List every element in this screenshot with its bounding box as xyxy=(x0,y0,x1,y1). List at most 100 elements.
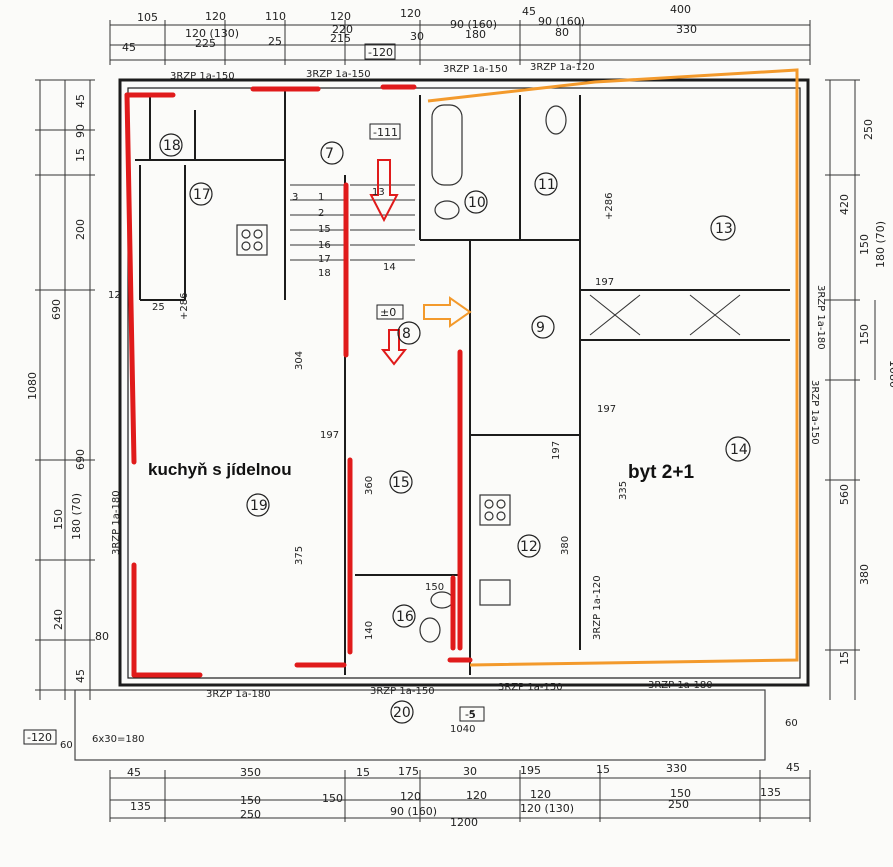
dim-label: 25 xyxy=(268,35,282,48)
dim-label: 215 xyxy=(330,32,351,45)
dim-label: 375 xyxy=(294,546,305,565)
dim-label: 45 xyxy=(786,761,800,774)
storage-hatching xyxy=(589,294,741,336)
room-number-group: 7 8 9 10 11 12 13 14 15 16 17 18 19 20 xyxy=(163,138,748,721)
dimension-lines xyxy=(35,20,876,822)
lintel-label: 3RZP 1a-120 xyxy=(592,575,603,640)
dim-label: 60 xyxy=(60,740,73,751)
dim-label: 90 (160) xyxy=(538,15,585,28)
dim-label: 240 xyxy=(52,609,65,630)
dim-label: 150 xyxy=(858,324,871,345)
dim-label: 120 (130) xyxy=(520,802,574,815)
orange-wall-markup xyxy=(423,68,799,667)
dim-label: 250 xyxy=(668,798,689,811)
toilet-icon xyxy=(545,105,567,135)
lintel-label: 3RZP 1a-150 xyxy=(170,71,235,82)
left-dimensions: 45 90 15 200 690 1080 690 150 180 (70) 2… xyxy=(26,94,109,683)
dim-total: 1200 xyxy=(450,816,478,829)
dim-label: 140 xyxy=(364,621,375,640)
dim-label: -5 xyxy=(465,710,475,721)
room-number: 13 xyxy=(715,221,733,237)
dim-label: 80 xyxy=(95,630,109,643)
dim-label: 90 (160) xyxy=(390,805,437,818)
terrace-outline xyxy=(74,689,766,761)
dim-label: 380 xyxy=(560,536,571,555)
dim-label: 45 xyxy=(74,94,87,108)
dim-label: 30 xyxy=(410,30,424,43)
dim-label: 150 xyxy=(425,582,444,593)
dim-label: 15 xyxy=(74,148,87,162)
level-label: -120 xyxy=(368,46,393,59)
bathtub-icon xyxy=(431,104,463,186)
dim-label: 120 xyxy=(530,788,551,801)
room-number: 7 xyxy=(325,146,334,162)
dim-label: 120 xyxy=(205,10,226,23)
building-walls xyxy=(118,78,810,687)
dim-label: 6x30=180 xyxy=(92,734,144,745)
dim-label: 360 xyxy=(364,476,375,495)
lintel-label: 3RZP 1a-150 xyxy=(498,682,563,693)
top-dimensions: 105 120 110 120 120 45 400 120 (130) 220… xyxy=(122,3,697,54)
dim-label: 12 xyxy=(108,290,121,301)
level-label: -120 xyxy=(27,731,52,744)
dim-label: 45 xyxy=(74,669,87,683)
lintel-labels: 3RZP 1a-150 3RZP 1a-150 3RZP 1a-150 3RZP… xyxy=(111,62,826,700)
lintel-label: 3RZP 1a-150 xyxy=(370,686,435,697)
dim-label: 304 xyxy=(294,351,305,370)
dim-label: 80 xyxy=(555,26,569,39)
dim-label: 1080 xyxy=(887,360,893,388)
dim-label: 250 xyxy=(862,119,875,140)
room-number: 20 xyxy=(393,705,411,721)
dim-label: 30 xyxy=(463,765,477,778)
dim-label: 25 xyxy=(152,302,165,313)
dim-label: 15 xyxy=(356,766,370,779)
lintel-label: 3RZP 1a-180 xyxy=(206,689,271,700)
dim-label: 195 xyxy=(520,764,541,777)
dim-label: 180 (70) xyxy=(70,493,83,540)
room-number: 10 xyxy=(468,195,486,211)
level-label: -111 xyxy=(373,126,398,139)
stair-number: 16 xyxy=(318,240,331,251)
dim-label: 150 xyxy=(322,792,343,805)
toilet-icon xyxy=(419,617,441,643)
room-number-circles xyxy=(159,133,751,724)
room-number: 15 xyxy=(392,475,410,491)
bottom-dimensions: 45 350 15 175 30 195 15 330 45 135 150 1… xyxy=(127,761,800,829)
dim-label: 400 xyxy=(670,3,691,16)
dim-label: 1080 xyxy=(26,372,39,400)
dim-label: 110 xyxy=(265,10,286,23)
dim-label: 90 xyxy=(74,124,87,138)
dim-label: 120 (130) xyxy=(185,27,239,40)
room-number: 16 xyxy=(396,609,414,625)
dim-label: 15 xyxy=(838,651,851,665)
stair-number: 3 xyxy=(292,192,298,203)
dim-label: 690 xyxy=(74,449,87,470)
dim-label: 197 xyxy=(320,430,339,441)
cooktop-icon xyxy=(479,494,511,526)
dim-label: 197 xyxy=(595,277,614,288)
stair-number: 17 xyxy=(318,254,331,265)
dim-label: 150 xyxy=(240,794,261,807)
washbasin-icon xyxy=(434,200,460,220)
dim-label: +286 xyxy=(179,293,190,320)
dim-label: 45 xyxy=(127,766,141,779)
stair-number: 18 xyxy=(318,268,331,279)
interior-dimensions: 304 375 360 335 380 197 197 197 197 150 … xyxy=(60,187,798,751)
dim-label: 380 xyxy=(858,564,871,585)
dim-label: 90 (160) xyxy=(450,18,497,31)
dim-label: 175 xyxy=(398,765,419,778)
stair-number: 14 xyxy=(383,262,396,273)
dim-label: 150 xyxy=(670,787,691,800)
dim-label: 150 xyxy=(52,509,65,530)
dim-label: 335 xyxy=(618,481,629,500)
dim-label: 135 xyxy=(760,786,781,799)
dim-label: 197 xyxy=(597,404,616,415)
lintel-label: 3RZP 1a-120 xyxy=(530,62,595,73)
lintel-label: 3RZP 1a-150 xyxy=(306,69,371,80)
dim-label: 330 xyxy=(676,23,697,36)
red-arrows xyxy=(369,159,408,366)
dim-label: 135 xyxy=(130,800,151,813)
